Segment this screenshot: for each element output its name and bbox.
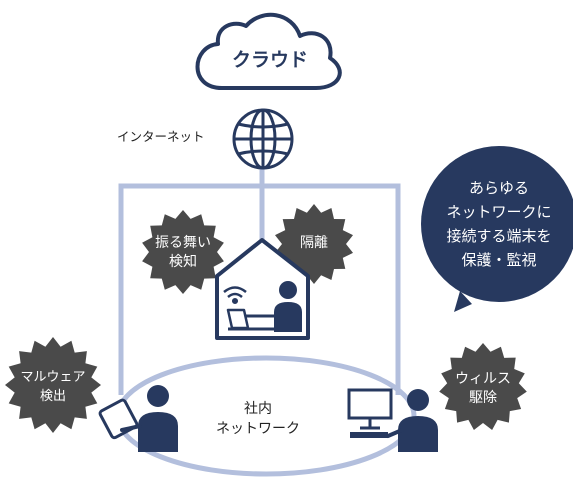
monitor-icon [347,388,393,420]
behavior-detection-badge: 振る舞い 検知 [142,210,224,294]
callout-line-4: 保護・監視 [461,251,536,269]
house-icon [215,238,310,340]
malware-line-1: マルウェア [20,370,85,385]
callout-bubble: あらゆる ネットワークに 接続する端末を 保護・監視 [421,146,573,312]
malware-detection-badge: マルウェア 検出 [5,337,101,433]
isolation-label: 隔離 [300,234,328,251]
virus-line-1: ウィルス [455,371,511,387]
cloud-label: クラウド [232,49,308,71]
network-label-line-1: 社内 [244,401,272,417]
wifi-icon [223,286,247,305]
person-with-tablet-icon [98,385,178,452]
malware-line-2: 検出 [40,389,66,404]
cloud-icon [195,12,342,90]
virus-removal-badge: ウィルス 駆除 [439,343,527,430]
globe-icon [232,108,294,170]
callout-line-3: 接続する端末を [446,227,551,245]
network-label-line-2: ネットワーク [216,421,300,437]
callout-line-2: ネットワークに [446,203,551,221]
internet-label: インターネット [117,129,205,144]
keyboard-icon [350,432,388,438]
behavior-line-2: 検知 [169,253,197,270]
callout-line-1: あらゆる [469,179,529,197]
virus-line-2: 駆除 [469,390,497,406]
behavior-line-1: 振る舞い [155,235,211,251]
person-at-desktop-icon [347,388,438,452]
person-at-laptop-icon [226,281,302,332]
